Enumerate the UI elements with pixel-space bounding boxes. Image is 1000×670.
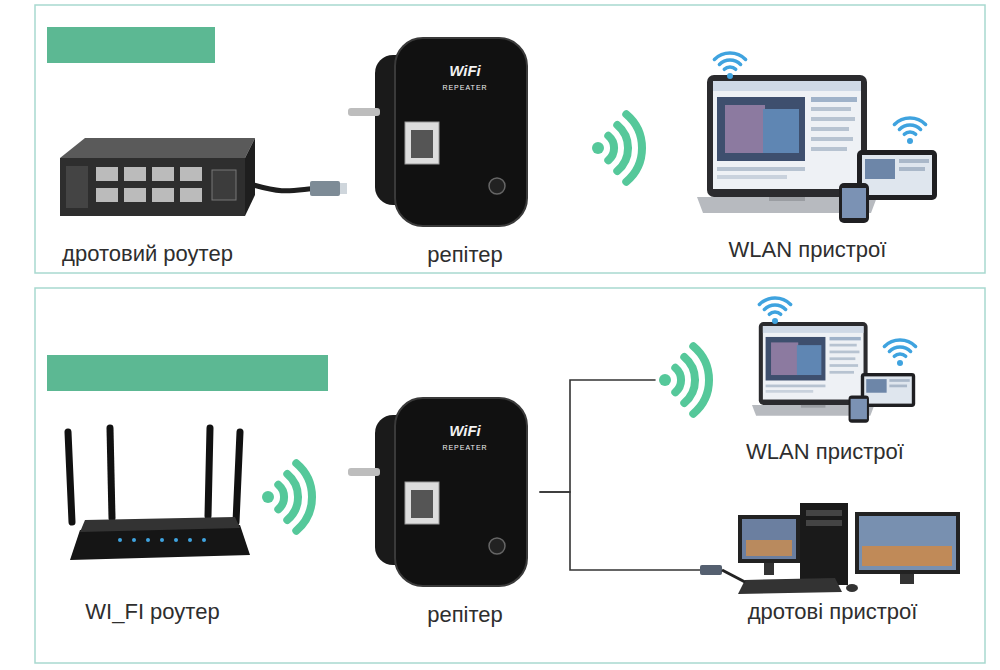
desktop-computer <box>806 510 842 516</box>
wired-router <box>152 167 174 181</box>
wired-router <box>60 138 255 216</box>
device-node: дротовий роутер <box>45 130 250 270</box>
wifi-icon <box>884 340 915 366</box>
desktop-computer <box>764 563 774 575</box>
node-label: WLAN пристрої <box>729 237 887 266</box>
wired-router <box>124 167 146 181</box>
wired-router <box>180 167 202 181</box>
desktop-computer <box>722 570 745 582</box>
device-node: WLAN пристрої <box>680 40 935 266</box>
wired-router <box>60 138 255 158</box>
rj45-plug <box>310 181 340 196</box>
device-node: репітер <box>340 30 540 271</box>
desktop-computer <box>800 503 848 585</box>
wired-router <box>66 166 88 208</box>
wired-router <box>245 182 251 187</box>
wifi-router <box>188 538 192 542</box>
wifi-signal <box>262 463 312 530</box>
wired-router <box>96 167 118 181</box>
device-logo: REPEATER <box>415 444 515 451</box>
device-node: WLAN пристрої <box>655 295 960 468</box>
node-label: WLAN пристрої <box>746 439 904 468</box>
bracket-line <box>540 380 655 492</box>
desktop-computer <box>738 578 842 594</box>
wifi-signal <box>659 346 709 413</box>
device-node: дротові пристрої <box>700 500 965 628</box>
wired-router <box>60 158 245 216</box>
desktop-computer <box>738 515 800 563</box>
node-label: WI_FI роутер <box>85 599 219 628</box>
desktop-computer <box>900 574 914 584</box>
wifi-router <box>208 428 210 516</box>
desktop-computer <box>700 503 960 594</box>
repeater-device <box>348 38 527 226</box>
node-label: дротові пристрої <box>748 599 918 628</box>
wifi-router <box>146 538 150 542</box>
heading-bar <box>47 27 215 63</box>
wired-router <box>96 188 118 202</box>
desktop-computer <box>859 516 956 570</box>
wifi-icon <box>894 118 925 144</box>
device-node: репітер <box>340 390 540 631</box>
desktop-computer <box>746 540 792 556</box>
wifi-router <box>202 538 206 542</box>
wifi-router <box>68 428 250 560</box>
wired-router <box>245 138 255 216</box>
rj45-plug <box>340 183 347 194</box>
wired-router <box>124 188 146 202</box>
wifi-router <box>118 538 122 542</box>
rj45-plug <box>310 181 347 196</box>
wired-router <box>212 170 236 200</box>
desktop-computer <box>742 519 796 559</box>
node-label: дротовий роутер <box>62 241 233 270</box>
wifi-router <box>174 538 178 542</box>
wired-router <box>180 188 202 202</box>
wifi-router <box>80 517 240 532</box>
device-logo: WiFi <box>415 422 515 439</box>
node-label: репітер <box>427 242 503 271</box>
wifi-router <box>110 428 112 518</box>
wired-router <box>152 188 174 202</box>
wifi-signal <box>592 114 642 181</box>
node-label: репітер <box>427 602 503 631</box>
desktop-computer <box>700 565 722 575</box>
desktop-computer <box>862 546 952 566</box>
device-logo: WiFi <box>415 62 515 79</box>
desktop-computer <box>806 520 842 526</box>
wifi-router <box>132 538 136 542</box>
bracket-line <box>540 492 700 570</box>
heading-bar <box>47 355 328 391</box>
wifi-icon <box>759 298 790 324</box>
panel-frame <box>35 5 985 273</box>
laptop-tablet-phone <box>697 75 937 223</box>
wifi-icon <box>714 53 745 79</box>
panel-frame <box>35 288 985 663</box>
device-node: WI_FI роутер <box>45 420 260 628</box>
wifi-router <box>236 432 240 522</box>
laptop-tablet-phone <box>752 322 915 423</box>
repeater-device <box>348 398 527 586</box>
device-logo: REPEATER <box>415 84 515 91</box>
desktop-computer <box>855 512 960 574</box>
wifi-router <box>68 432 72 522</box>
desktop-computer <box>846 584 858 592</box>
wifi-router <box>160 538 164 542</box>
